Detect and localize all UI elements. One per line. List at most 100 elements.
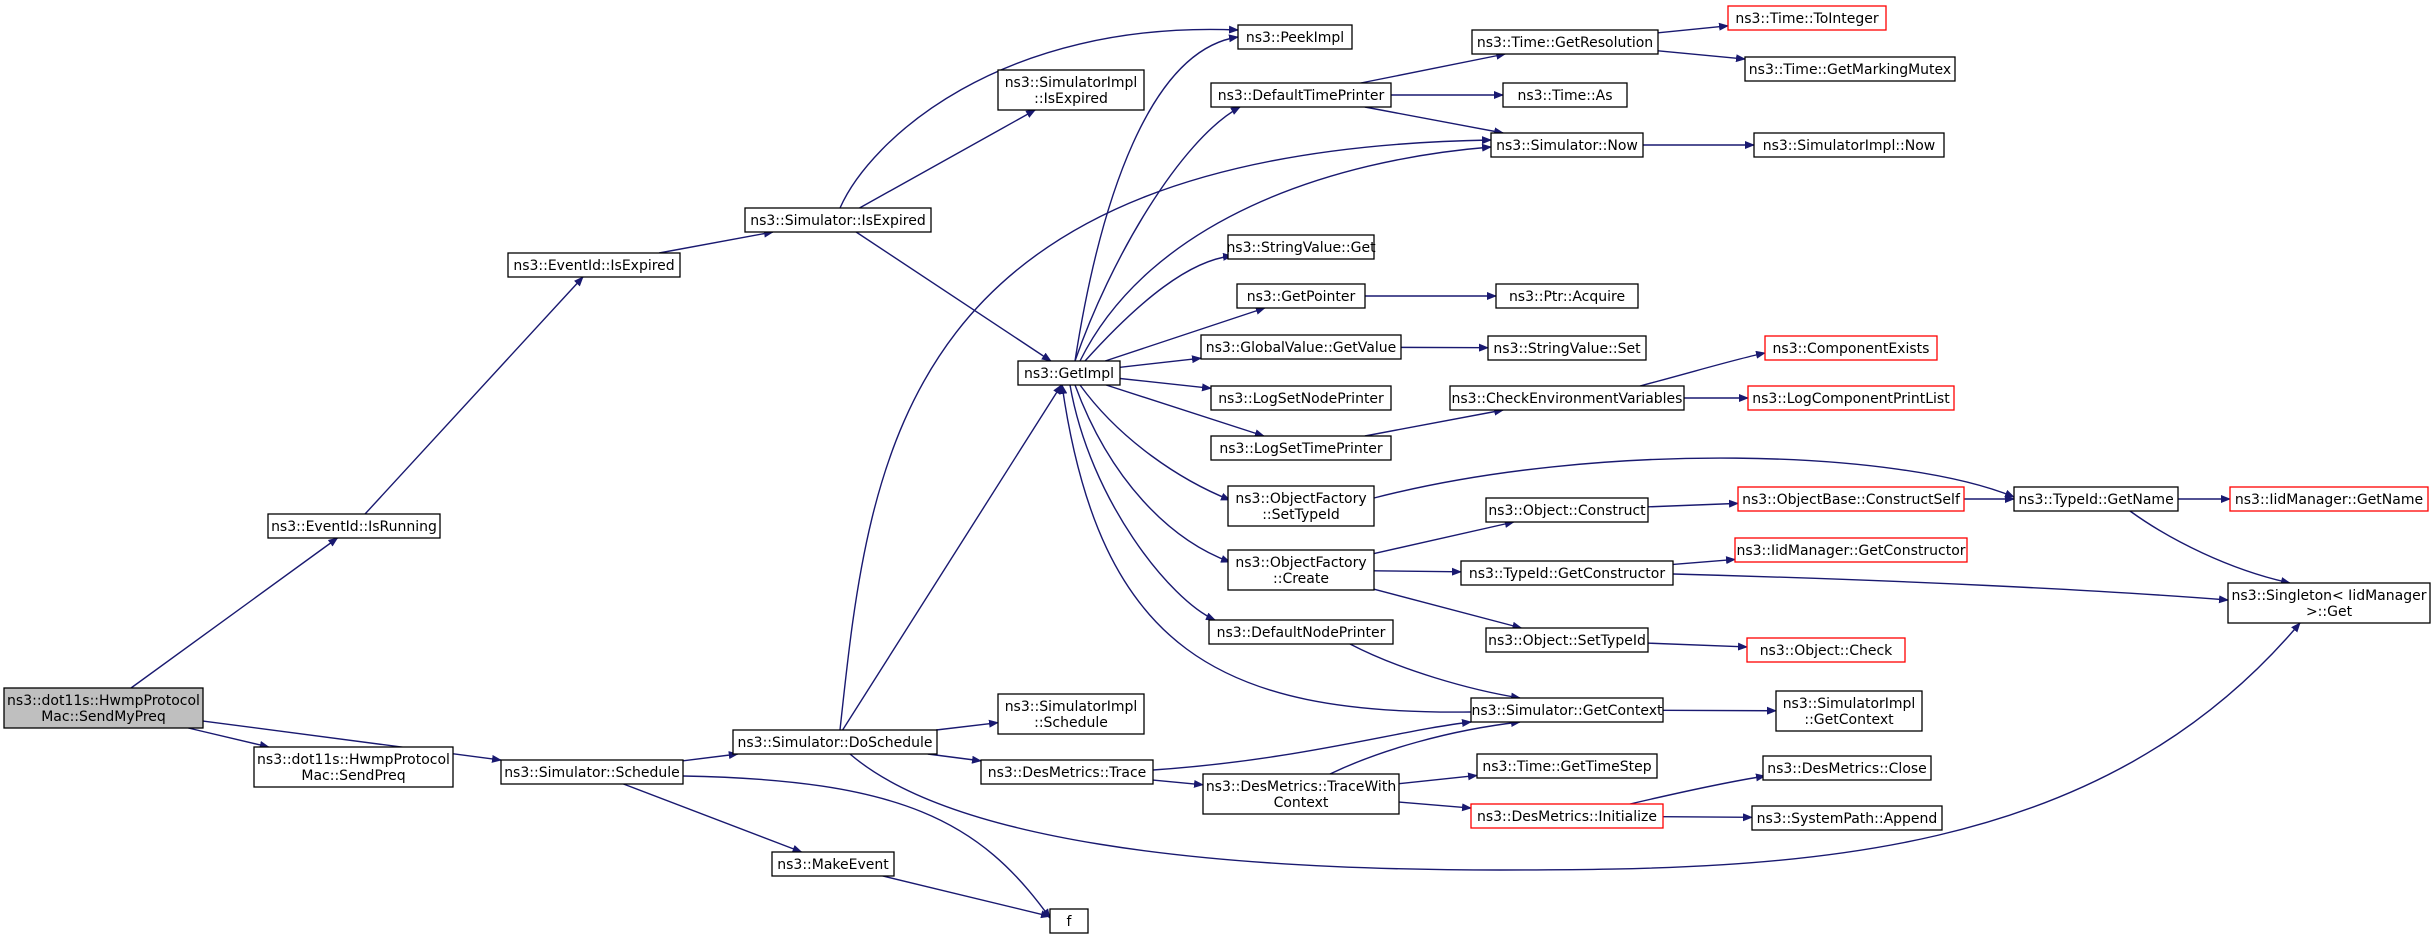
node-stringvalue-get[interactable]: ns3::StringValue::Get xyxy=(1226,234,1376,260)
node-makeevent[interactable]: ns3::MakeEvent xyxy=(771,851,895,877)
node-box xyxy=(1237,24,1353,50)
node-objectfactory-create[interactable]: ns3::ObjectFactory::Create xyxy=(1227,549,1375,591)
node-label: ::SetTypeId xyxy=(1262,507,1340,523)
node-getpointer[interactable]: ns3::GetPointer xyxy=(1236,283,1366,309)
node-label: ns3::DesMetrics::Close xyxy=(1767,761,1927,777)
node-simimpl-isexpired[interactable]: ns3::SimulatorImpl::IsExpired xyxy=(997,69,1145,111)
node-time-tointeger[interactable]: ns3::Time::ToInteger xyxy=(1727,5,1887,31)
node-simimpl-getcontext[interactable]: ns3::SimulatorImpl::GetContext xyxy=(1775,690,1923,732)
node-iidmanager-getconstructor[interactable]: ns3::IidManager::GetConstructor xyxy=(1734,537,1968,563)
node-label: ::GetContext xyxy=(1804,712,1894,728)
node-label: >::Get xyxy=(2306,604,2353,620)
node-box xyxy=(1727,5,1887,31)
edge-objectfactory_settypeid-to-typeid_getname xyxy=(1373,457,2015,499)
node-sim-schedule[interactable]: ns3::Simulator::Schedule xyxy=(500,759,684,785)
node-simimpl-now[interactable]: ns3::SimulatorImpl::Now xyxy=(1753,132,1945,158)
node-logsettimeprinter[interactable]: ns3::LogSetTimePrinter xyxy=(1210,435,1392,461)
node-defaultnodeprinter[interactable]: ns3::DefaultNodePrinter xyxy=(1208,619,1394,645)
node-box xyxy=(1753,132,1945,158)
node-object-construct[interactable]: ns3::Object::Construct xyxy=(1485,497,1649,523)
node-label: ns3::SimulatorImpl xyxy=(1005,699,1138,715)
node-label: ns3::ObjectFactory xyxy=(1235,491,1366,507)
node-label: ns3::Object::SetTypeId xyxy=(1488,633,1646,649)
node-peekimpl[interactable]: ns3::PeekImpl xyxy=(1237,24,1353,50)
node-object-settypeid[interactable]: ns3::Object::SetTypeId xyxy=(1485,627,1649,653)
node-box xyxy=(1470,697,1664,723)
node-object-check[interactable]: ns3::Object::Check xyxy=(1746,637,1906,663)
node-box xyxy=(1485,627,1649,653)
node-box xyxy=(997,69,1145,111)
node-label: ns3::LogComponentPrintList xyxy=(1752,391,1950,407)
node-typeid-getname[interactable]: ns3::TypeId::GetName xyxy=(2013,486,2179,512)
edge-typeid_getname-to-singleton_get xyxy=(2129,510,2291,586)
edge-desmetrics_tracewithcontext-to-time_gettimestep xyxy=(1398,772,1478,785)
node-eventid-isexpired[interactable]: ns3::EventId::IsExpired xyxy=(507,252,681,278)
node-globalvalue-getvalue[interactable]: ns3::GlobalValue::GetValue xyxy=(1200,334,1402,360)
node-typeid-getconstructor[interactable]: ns3::TypeId::GetConstructor xyxy=(1460,560,1674,586)
node-simulator-now[interactable]: ns3::Simulator::Now xyxy=(1490,132,1644,158)
node-stringvalue-set[interactable]: ns3::StringValue::Set xyxy=(1487,335,1647,361)
node-label: ns3::Simulator::IsExpired xyxy=(750,213,926,229)
node-f[interactable]: f xyxy=(1049,908,1089,934)
node-time-getresolution[interactable]: ns3::Time::GetResolution xyxy=(1471,29,1659,55)
edge-send_my_preq-to-send_preq xyxy=(188,727,270,749)
edge-desmetrics_trace-to-desmetrics_tracewithcontext xyxy=(1152,779,1204,788)
node-desmetrics-close[interactable]: ns3::DesMetrics::Close xyxy=(1762,755,1932,781)
edge-objectfactory_create-to-typeid_getconstructor xyxy=(1373,567,1462,576)
node-objectfactory-settypeid[interactable]: ns3::ObjectFactory::SetTypeId xyxy=(1227,485,1375,527)
node-label: ns3::StringValue::Set xyxy=(1493,341,1641,357)
node-simulator-getcontext[interactable]: ns3::Simulator::GetContext xyxy=(1470,697,1664,723)
node-box xyxy=(1747,385,1955,411)
node-label: ns3::CheckEnvironmentVariables xyxy=(1452,391,1683,407)
edge-object_construct-to-objectbase_constructself xyxy=(1647,499,1739,508)
node-getimpl[interactable]: ns3::GetImpl xyxy=(1017,360,1121,386)
node-time-as[interactable]: ns3::Time::As xyxy=(1502,82,1628,108)
node-box xyxy=(1210,435,1392,461)
node-time-gettimestep[interactable]: ns3::Time::GetTimeStep xyxy=(1476,753,1658,779)
node-systempath-append[interactable]: ns3::SystemPath::Append xyxy=(1751,805,1943,831)
node-time-getmarkingmutex[interactable]: ns3::Time::GetMarkingMutex xyxy=(1744,56,1956,82)
node-defaulttimeprinter[interactable]: ns3::DefaultTimePrinter xyxy=(1210,82,1392,108)
node-iidmanager-getname[interactable]: ns3::IidManager::GetName xyxy=(2229,486,2429,512)
node-objectbase-constructself[interactable]: ns3::ObjectBase::ConstructSelf xyxy=(1737,486,1965,512)
node-checkenvironmentvariables[interactable]: ns3::CheckEnvironmentVariables xyxy=(1449,385,1685,411)
node-box xyxy=(771,851,895,877)
node-box xyxy=(3,687,204,729)
node-componentexists[interactable]: ns3::ComponentExists xyxy=(1764,335,1938,361)
node-label: ns3::ObjectFactory xyxy=(1235,555,1366,571)
edge-sim_schedule-to-sim_doschedule xyxy=(682,751,739,762)
node-box xyxy=(1746,637,1906,663)
node-eventid-isrunning[interactable]: ns3::EventId::IsRunning xyxy=(267,513,441,539)
node-label: ::IsExpired xyxy=(1034,91,1108,107)
node-desmetrics-initialize[interactable]: ns3::DesMetrics::Initialize xyxy=(1470,803,1664,829)
node-singleton-get[interactable]: ns3::Singleton< IidManager>::Get xyxy=(2227,582,2431,624)
edge-simulator_getcontext-to-getimpl xyxy=(1059,384,1472,713)
edge-getimpl-to-getpointer xyxy=(1104,307,1266,362)
node-sim-isexpired[interactable]: ns3::Simulator::IsExpired xyxy=(744,207,932,233)
node-label: ns3::SimulatorImpl xyxy=(1783,696,1916,712)
node-box xyxy=(1471,29,1659,55)
node-ptr-acquire[interactable]: ns3::Ptr::Acquire xyxy=(1495,283,1639,309)
node-sim-doschedule[interactable]: ns3::Simulator::DoSchedule xyxy=(732,729,938,755)
node-box xyxy=(1764,335,1938,361)
edge-objectfactory_create-to-object_settypeid xyxy=(1373,588,1523,630)
node-label: ns3::DefaultTimePrinter xyxy=(1218,88,1385,104)
edge-getimpl-to-logsettimeprinter xyxy=(1105,384,1265,438)
edge-checkenvironmentvariables-to-componentexists xyxy=(1639,350,1766,387)
node-logcomponentprintlist[interactable]: ns3::LogComponentPrintList xyxy=(1747,385,1955,411)
edge-eventid_isexpired-to-sim_isexpired xyxy=(658,229,774,254)
node-label: ns3::SimulatorImpl xyxy=(1005,75,1138,91)
node-label: ns3::Time::GetMarkingMutex xyxy=(1749,62,1951,78)
node-desmetrics-trace[interactable]: ns3::DesMetrics::Trace xyxy=(980,759,1154,785)
edge-time_getresolution-to-time_getmarkingmutex xyxy=(1657,50,1746,63)
node-box xyxy=(1208,619,1394,645)
node-simimpl-schedule[interactable]: ns3::SimulatorImpl::Schedule xyxy=(997,693,1145,735)
node-logsetnodeprinter[interactable]: ns3::LogSetNodePrinter xyxy=(1210,385,1392,411)
node-box xyxy=(1017,360,1121,386)
edge-layer xyxy=(130,22,2301,919)
node-label: ns3::LogSetNodePrinter xyxy=(1218,391,1384,407)
node-label: ns3::SystemPath::Append xyxy=(1757,811,1938,827)
